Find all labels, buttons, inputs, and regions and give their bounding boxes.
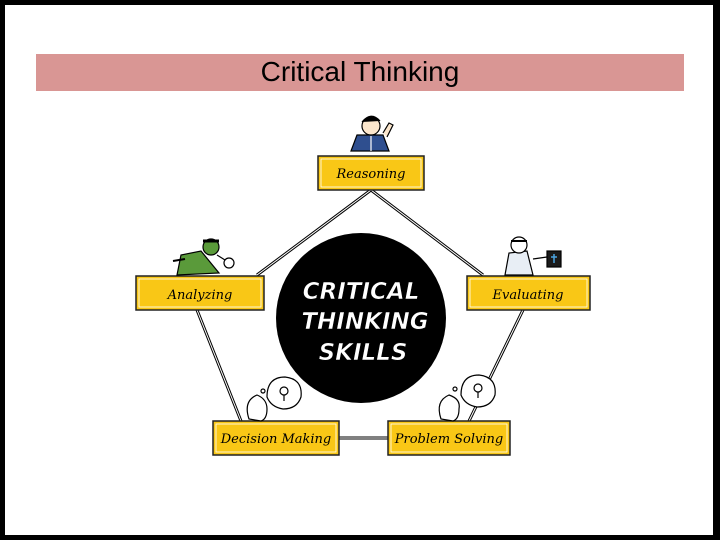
- center-label-line3: SKILLS: [319, 340, 408, 366]
- node-reasoning: Reasoning: [317, 155, 425, 191]
- thinking-man-icon: [350, 115, 394, 152]
- node-decision-making: Decision Making: [212, 420, 340, 456]
- node-evaluating-label: Evaluating: [492, 288, 564, 303]
- center-label-line1: CRITICAL: [303, 279, 420, 305]
- node-reasoning-label: Reasoning: [336, 167, 406, 182]
- center-label-line2: THINKING: [301, 309, 428, 335]
- node-problem-solving: Problem Solving: [387, 420, 511, 456]
- detective-icon: [172, 238, 235, 276]
- node-decision-making-label: Decision Making: [220, 432, 332, 447]
- node-analyzing-label: Analyzing: [167, 288, 233, 303]
- critical-thinking-diagram: CRITICAL THINKING SKILLS Reasoning Analy…: [135, 115, 591, 456]
- evaluator-icon: [504, 236, 562, 276]
- slide-title: Critical Thinking: [260, 56, 460, 87]
- node-evaluating: Evaluating: [466, 275, 591, 311]
- node-problem-solving-label: Problem Solving: [394, 432, 504, 447]
- center-circle: [276, 233, 446, 403]
- decision-thought-icon: [246, 376, 302, 422]
- problem-thought-icon: [438, 374, 496, 422]
- title-bar: Critical Thinking: [36, 54, 684, 91]
- slide: Critical Thinking CRITICAL THINKING SKIL…: [5, 5, 713, 535]
- node-analyzing: Analyzing: [135, 275, 265, 311]
